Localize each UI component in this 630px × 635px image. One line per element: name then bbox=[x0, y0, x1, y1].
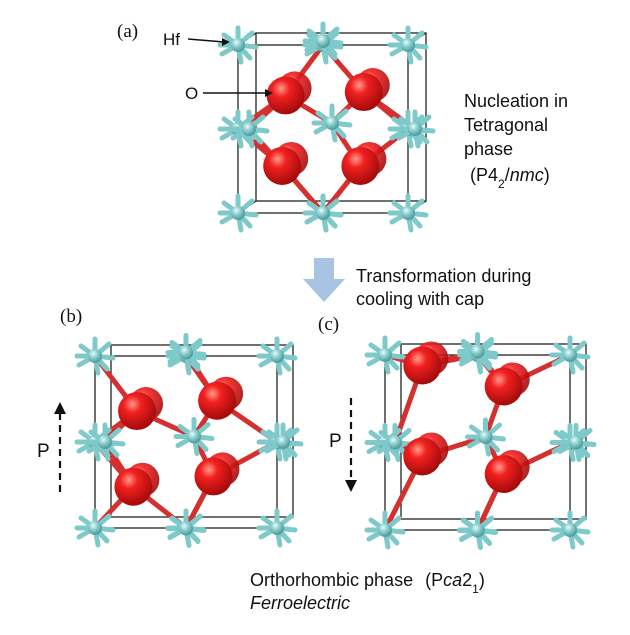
polarization-up-arrow-icon bbox=[54, 402, 66, 496]
oxygen-atom bbox=[263, 147, 301, 185]
hafnium-atom bbox=[231, 206, 245, 220]
transformation-arrow-icon bbox=[303, 258, 345, 302]
hafnium-atom bbox=[231, 38, 245, 52]
oxygen-atom bbox=[485, 455, 523, 493]
ortho-open: (P bbox=[425, 570, 443, 590]
hafnium-atom bbox=[98, 435, 112, 449]
oxygen-atom bbox=[403, 347, 441, 385]
sg-open: (P4 bbox=[470, 165, 498, 185]
panel-label-b: (b) bbox=[60, 306, 82, 327]
orthorhombic-crystal-c bbox=[367, 335, 594, 548]
hafnium-atom bbox=[378, 348, 392, 362]
sg-close: ) bbox=[544, 165, 550, 185]
hafnium-atom bbox=[325, 116, 339, 130]
tetragonal-caption-line1: Nucleation in bbox=[464, 91, 568, 111]
hafnium-atom bbox=[316, 34, 330, 48]
oxygen-atom bbox=[194, 457, 232, 495]
tetragonal-caption-line3: phase bbox=[464, 139, 513, 159]
polarization-label-b: P bbox=[37, 441, 50, 462]
oxygen-atom bbox=[267, 76, 305, 114]
transformation-line1: Transformation during bbox=[356, 266, 531, 286]
hafnium-atom bbox=[242, 122, 256, 136]
hafnium-atom bbox=[569, 436, 583, 450]
hafnium-atom bbox=[88, 521, 102, 535]
hafnium-atom bbox=[388, 436, 402, 450]
hafnium-atom bbox=[316, 206, 330, 220]
hafnium-atom bbox=[401, 206, 415, 220]
ferroelectric-label: Ferroelectric bbox=[250, 593, 350, 613]
ortho-italic: ca bbox=[443, 570, 462, 590]
tetragonal-crystal bbox=[220, 24, 433, 230]
hafnium-atom bbox=[88, 349, 102, 363]
hf-label: Hf bbox=[163, 30, 180, 49]
hafnium-atom bbox=[401, 38, 415, 52]
tetragonal-caption: Nucleation in Tetragonal phase bbox=[464, 91, 573, 159]
panel-label-a: (a) bbox=[117, 21, 138, 42]
hafnium-atom bbox=[563, 523, 577, 537]
hafnium-atom bbox=[179, 346, 193, 360]
oxygen-atom bbox=[485, 368, 523, 406]
hafnium-atom bbox=[408, 122, 422, 136]
tetragonal-space-group: (P42/nmc) bbox=[470, 165, 550, 191]
oxygen-atom bbox=[118, 392, 156, 430]
oxygen-atom bbox=[341, 147, 379, 185]
hafnium-atom bbox=[378, 523, 392, 537]
polarization-down-arrow-icon bbox=[345, 398, 357, 492]
orthorhombic-crystal-b bbox=[77, 336, 301, 546]
hafnium-atom bbox=[471, 524, 485, 538]
o-label: O bbox=[185, 84, 198, 103]
panel-label-c: (c) bbox=[318, 314, 339, 335]
sg-italic: nmc bbox=[510, 165, 544, 185]
hafnium-atom bbox=[270, 349, 284, 363]
oxygen-atom bbox=[198, 382, 236, 420]
ortho-prefix: Orthorhombic phase bbox=[250, 570, 413, 590]
polarization-label-c: P bbox=[329, 431, 342, 452]
tetragonal-caption-line2: Tetragonal bbox=[464, 115, 548, 135]
hf-pointer-arrow bbox=[188, 39, 224, 42]
ortho-num: 2 bbox=[462, 570, 472, 590]
oxygen-atom bbox=[114, 468, 152, 506]
hafnium-atom bbox=[270, 521, 284, 535]
hafnium-atom bbox=[179, 522, 193, 536]
hafnium-atom bbox=[479, 430, 493, 444]
hafnium-atom bbox=[187, 430, 201, 444]
hafnium-atom bbox=[563, 348, 577, 362]
hafnium-atom bbox=[276, 435, 290, 449]
oxygen-atom bbox=[403, 438, 441, 476]
transformation-line2: cooling with cap bbox=[356, 289, 484, 309]
hafnium-atom bbox=[471, 345, 485, 359]
ortho-close: ) bbox=[479, 570, 485, 590]
transformation-caption: Transformation during cooling with cap bbox=[356, 266, 536, 309]
oxygen-atom bbox=[345, 73, 383, 111]
